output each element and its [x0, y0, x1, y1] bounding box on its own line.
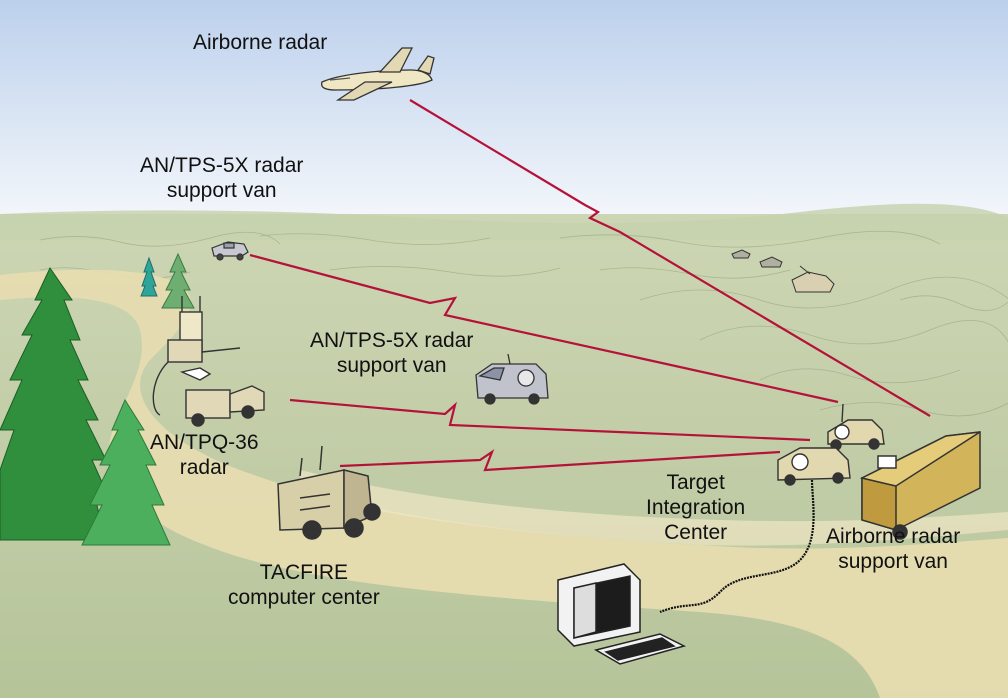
label-target-center-line2: Integration: [646, 496, 746, 519]
signal-airborne-radar: [409, 99, 931, 417]
road-inner: [300, 470, 1008, 546]
tpq36-radar-equipment: [152, 296, 265, 427]
label-tps-van-top-line2: support van: [166, 179, 277, 202]
airborne-radar-support-van: [859, 431, 981, 540]
airborne-radar-aircraft: [320, 47, 435, 101]
label-tacfire: TACFIRE computer center: [228, 560, 380, 610]
label-tpq36: AN/TPQ-36 radar: [150, 430, 259, 480]
signal-tps-van-top: [249, 253, 839, 404]
label-tacfire-line2: computer center: [228, 586, 380, 609]
label-tps-van-middle-line1: AN/TPS-5X radar: [310, 329, 474, 352]
tree-small: [161, 252, 195, 309]
label-tps-van-middle-line2: support van: [336, 354, 447, 377]
target-center-vans: [777, 403, 885, 486]
tps-van-top-vehicle: [211, 241, 249, 261]
label-target-center: Target Integration Center: [646, 470, 745, 545]
label-tacfire-line1: TACFIRE: [259, 561, 349, 584]
conifer-trees: [0, 252, 195, 546]
label-target-center-line3: Center: [664, 521, 728, 544]
sky: [0, 0, 1008, 220]
road: [0, 269, 1008, 698]
label-tpq36-line1: AN/TPQ-36: [150, 431, 259, 454]
label-airborne-van-line2: support van: [838, 550, 948, 573]
computer-workstation: [557, 563, 687, 665]
tree-teal: [140, 256, 158, 297]
label-tps-van-top-line1: AN/TPS-5X radar: [140, 154, 304, 177]
label-tps-van-middle: AN/TPS-5X radar support van: [310, 328, 473, 378]
label-airborne-van-line1: Airborne radar: [826, 525, 961, 548]
label-tps-van-top: AN/TPS-5X radar support van: [140, 153, 303, 203]
distant-vehicles: [731, 249, 835, 293]
label-tpq36-line2: radar: [179, 456, 229, 479]
radio-signals: [249, 99, 931, 472]
label-airborne-radar-text: Airborne radar: [193, 31, 328, 54]
far-hills: [0, 203, 1008, 240]
data-cable: [659, 479, 815, 614]
label-airborne-radar: Airborne radar: [193, 30, 327, 55]
tps-van-middle-vehicle: [475, 353, 549, 405]
signal-tpq36: [289, 398, 811, 442]
tree-front: [81, 398, 171, 546]
signal-tacfire: [339, 449, 781, 472]
tacfire-truck: [277, 445, 381, 540]
label-airborne-van: Airborne radar support van: [826, 524, 960, 574]
label-target-center-line1: Target: [666, 471, 725, 494]
